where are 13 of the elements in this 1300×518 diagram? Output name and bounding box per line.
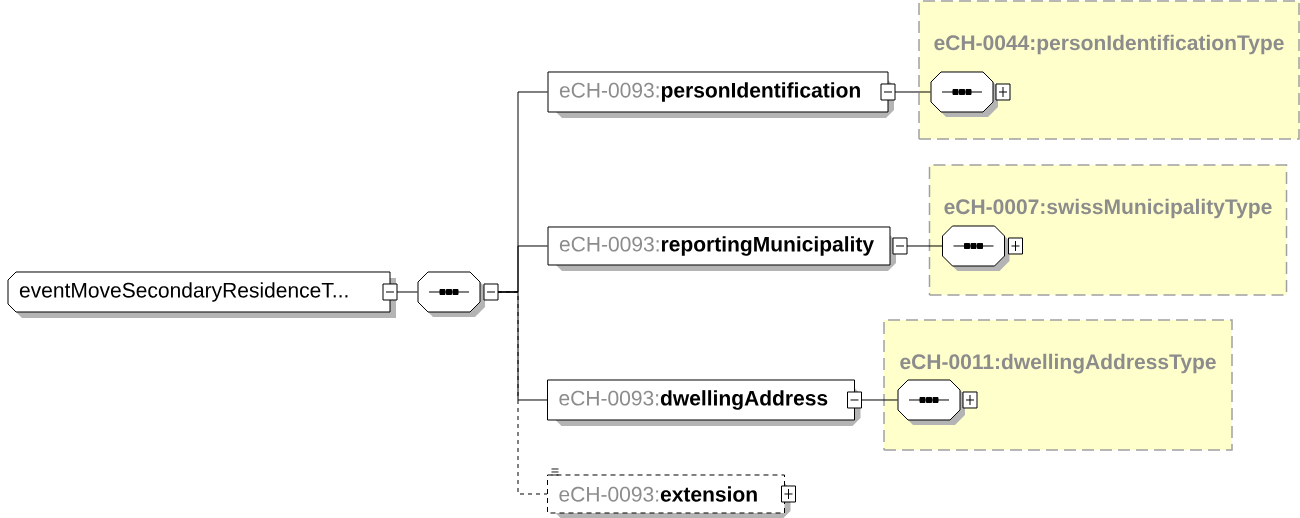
- element-box: eCH-0093:dwellingAddress: [547, 379, 861, 426]
- type-box: eCH-0044:personIdentificationType: [918, 0, 1300, 140]
- type-box: eCH-0007:swissMunicipalityType: [928, 164, 1288, 296]
- element-box: eCH-0093:personIdentification: [547, 71, 894, 118]
- connector: [906, 245, 943, 247]
- element-box: eCH-0093:extension: [547, 474, 791, 518]
- type-box: eCH-0011:dwellingAddressType: [883, 319, 1233, 451]
- connector: [894, 91, 931, 93]
- connector: [861, 399, 898, 401]
- root-element-box: eventMoveSecondaryResidenceT...: [7, 271, 396, 318]
- connector: [497, 291, 548, 495]
- element-box: eCH-0093:reportingMunicipality: [547, 226, 896, 271]
- connector: [396, 291, 418, 293]
